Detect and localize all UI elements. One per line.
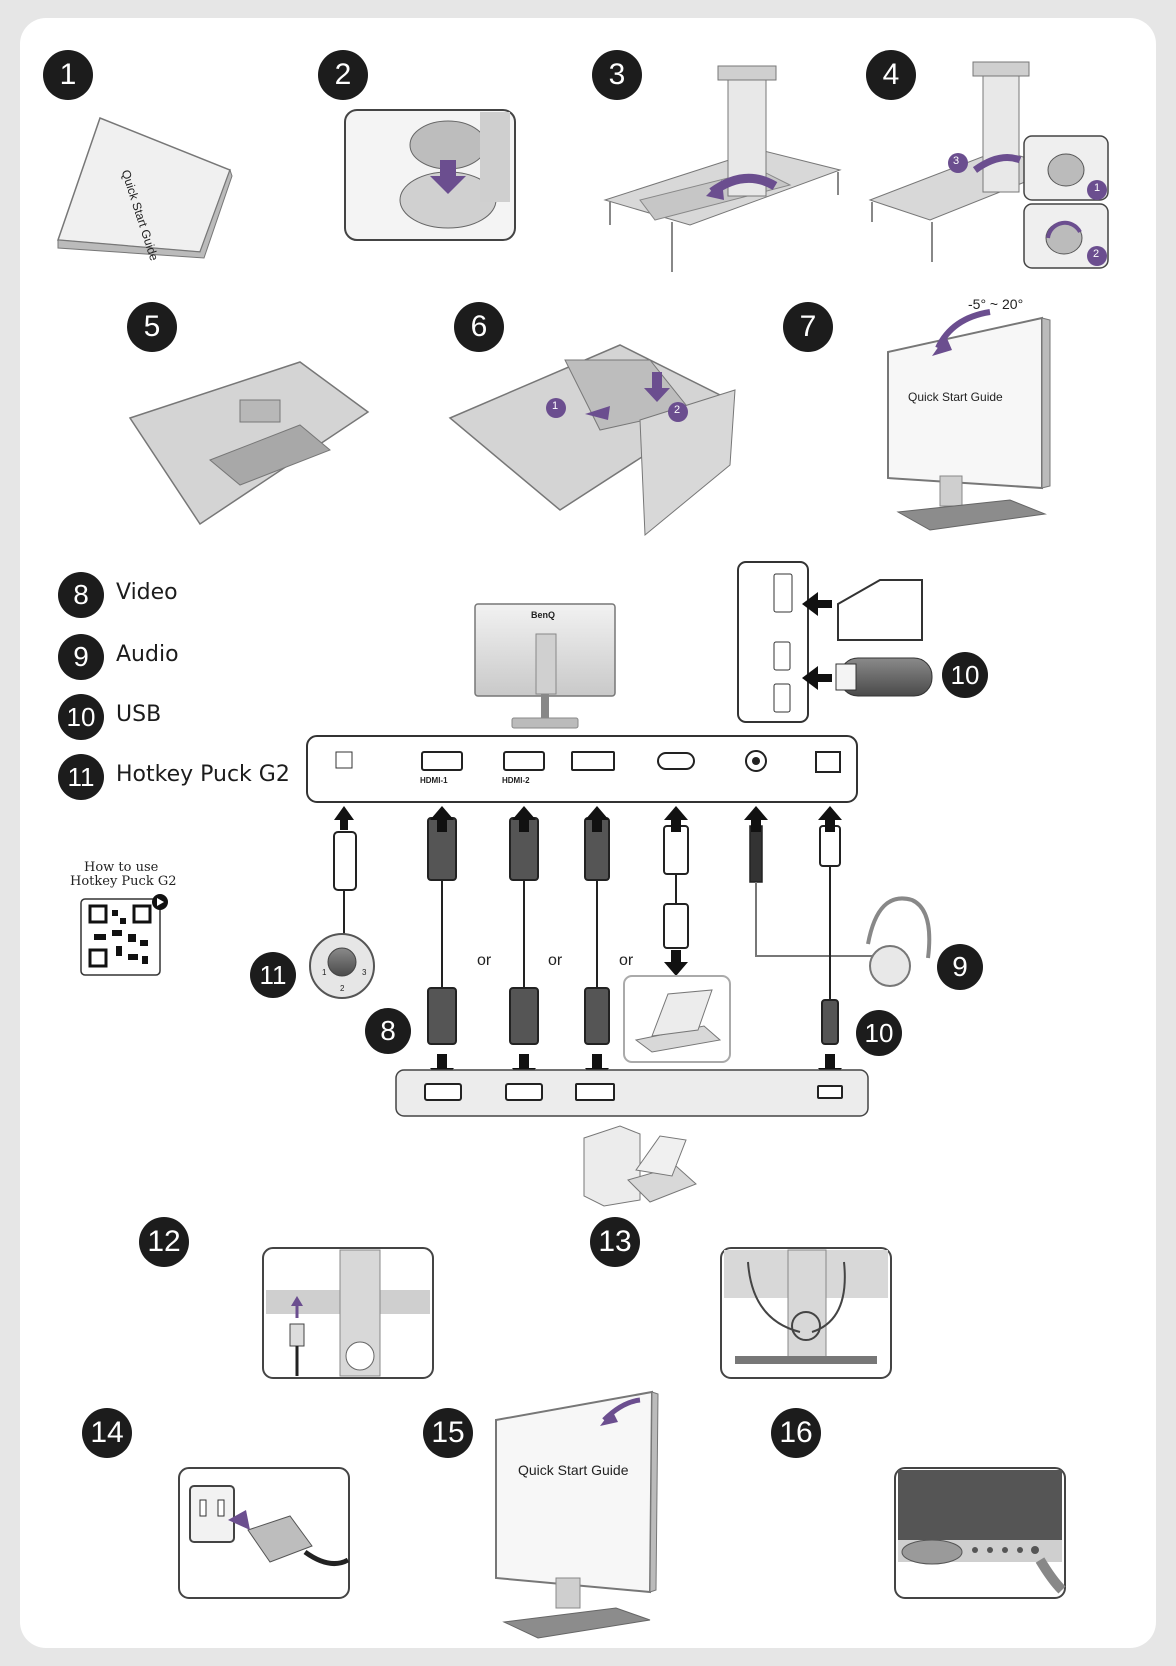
step7-tilt-monitor xyxy=(887,309,1051,531)
legend-badge: 8 xyxy=(58,572,104,618)
pc-io-panel xyxy=(395,1069,869,1117)
step15-remove-guide xyxy=(495,1390,659,1639)
step-badge-7: 7 xyxy=(783,302,833,352)
step3-attach-stand xyxy=(603,65,842,272)
or-label-2: or xyxy=(548,952,563,969)
step5-monitor-back xyxy=(128,361,370,526)
connection-cables xyxy=(333,817,890,1045)
legend-label: Audio xyxy=(116,642,179,667)
step13-cable-clip xyxy=(720,1247,892,1379)
step-badge-1: 1 xyxy=(43,50,93,100)
up-arrows xyxy=(334,806,842,832)
step-badge-16: 16 xyxy=(771,1408,821,1458)
legend-badge: 11 xyxy=(58,754,104,800)
step-badge-13: 13 xyxy=(590,1217,640,1267)
legend-label: USB xyxy=(116,702,162,727)
qr-caption-line1: How to use xyxy=(84,860,159,875)
step16-power-on xyxy=(894,1467,1066,1599)
puck-number-3: 3 xyxy=(362,968,367,977)
step-badge-15: 15 xyxy=(423,1408,473,1458)
step12-power-cable xyxy=(262,1247,434,1379)
rear-io-panel xyxy=(306,735,858,803)
step-badge-8: 8 xyxy=(365,1008,411,1054)
substep-3: 3 xyxy=(953,155,960,167)
brand-logo: BenQ xyxy=(531,610,556,620)
puck-number-2: 2 xyxy=(340,984,345,993)
monitor-rear-view xyxy=(474,603,616,729)
step-badge-14: 14 xyxy=(82,1408,132,1458)
step4-fasten-screw xyxy=(868,61,1109,269)
legend-label: Hotkey Puck G2 xyxy=(116,762,290,787)
step-badge-10-top: 10 xyxy=(942,652,988,698)
substep-2: 2 xyxy=(1093,248,1100,260)
step6-substep-2: 2 xyxy=(674,404,681,416)
or-label-1: or xyxy=(477,952,492,969)
step-badge-4: 4 xyxy=(866,50,916,100)
step-badge-11: 11 xyxy=(250,952,296,998)
step7-guide-text: Quick Start Guide xyxy=(908,390,1003,404)
step-badge-12: 12 xyxy=(139,1217,189,1267)
port-label-hdmi-2: HDMI-2 xyxy=(502,776,530,785)
step1-monitor-flat xyxy=(56,117,233,259)
step2-base-closeup xyxy=(344,109,516,241)
step-badge-5: 5 xyxy=(127,302,177,352)
headphones xyxy=(866,896,932,987)
step-badge-10-bottom: 10 xyxy=(856,1010,902,1056)
legend-label: Video xyxy=(116,580,178,605)
laptop-box xyxy=(623,975,731,1063)
substep-1: 1 xyxy=(1094,182,1101,194)
port-label-hdmi-1: HDMI-1 xyxy=(420,776,448,785)
step14-power-outlet xyxy=(178,1467,350,1599)
legend-badge: 10 xyxy=(58,694,104,740)
legend-badge: 9 xyxy=(58,634,104,680)
side-port-panel xyxy=(737,561,933,723)
puck-number-1: 1 xyxy=(322,968,327,977)
step-badge-3: 3 xyxy=(592,50,642,100)
step15-guide-text: Quick Start Guide xyxy=(518,1462,629,1478)
step-badge-6: 6 xyxy=(454,302,504,352)
step-badge-2: 2 xyxy=(318,50,368,100)
or-label-3: or xyxy=(619,952,634,969)
qr-caption-line2: Hotkey Puck G2 xyxy=(70,874,177,889)
step-badge-9: 9 xyxy=(937,944,983,990)
step6-substep-1: 1 xyxy=(552,400,559,412)
tilt-range: -5° ~ 20° xyxy=(968,296,1024,312)
pc-and-laptop xyxy=(583,1125,697,1207)
hotkey-puck xyxy=(309,933,375,999)
step6-attach-to-monitor xyxy=(448,344,736,537)
